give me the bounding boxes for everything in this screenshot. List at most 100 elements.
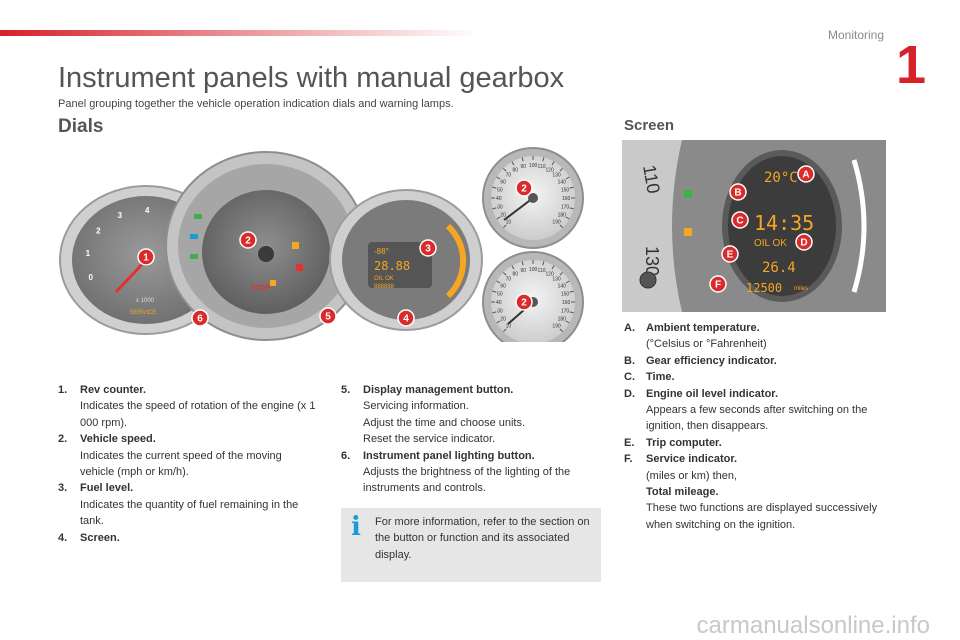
callout-marker: [731, 211, 749, 229]
lcd-digits: 28.88: [374, 259, 410, 273]
fuel-gauge-arc: [445, 223, 467, 299]
speed-tick: [492, 290, 497, 293]
speed-scale-label: 140: [558, 284, 567, 290]
speed-tick: [502, 271, 507, 276]
callout-label: 5: [325, 312, 331, 323]
speed-scale-label: 100: [529, 163, 538, 169]
callout-marker: [191, 309, 209, 327]
speed-scale-label: 80: [513, 167, 519, 173]
gauge-number-110: 110: [639, 163, 664, 195]
callout-marker: [797, 165, 815, 183]
item-title-secondary: Total mileage.: [646, 486, 719, 499]
page-subtitle: Panel grouping together the vehicle oper…: [58, 98, 454, 110]
rev-scale-label: 3: [118, 211, 123, 220]
screen-heading: Screen: [624, 117, 675, 134]
speed-tick: [496, 216, 501, 220]
speed-scale-label: 130: [552, 173, 561, 179]
list-item: 1.Rev counter.Indicates the speed of rot…: [58, 382, 316, 431]
callout-label: 2: [521, 184, 527, 195]
callout-marker: [319, 307, 337, 325]
item-key: 4.: [58, 531, 68, 544]
section-label: Monitoring: [827, 28, 884, 42]
item-description: (miles or km) then,: [646, 469, 738, 482]
speed-tick: [492, 311, 497, 314]
chapter-number: 1: [895, 35, 926, 95]
callout-label: 3: [425, 244, 431, 255]
item-title: Screen.: [80, 531, 120, 544]
callout-marker: [729, 183, 747, 201]
lcd-trip: 26.4: [762, 260, 796, 276]
item-key: 5.: [341, 384, 351, 396]
callout-marker: [515, 293, 533, 311]
speed-tick: [559, 224, 564, 229]
callout-label: 2: [521, 298, 527, 309]
center-dial-hub: [258, 246, 274, 262]
rev-unit-label: x 1000: [136, 298, 155, 304]
speed-tick: [565, 216, 570, 220]
rev-scale-label: 1: [86, 249, 91, 258]
rev-scale-label: 2: [96, 227, 101, 236]
speed-scale-label: 40: [496, 300, 502, 306]
callout-label: 2: [245, 236, 251, 247]
item-description-secondary: These two functions are displayed succes…: [646, 502, 878, 531]
lcd-temperature: 20°C: [764, 170, 798, 186]
speed-scale-label: 80: [513, 271, 519, 277]
speed-scale-label: 10: [506, 219, 512, 225]
screen-fuel-arc: [851, 159, 867, 293]
page-title: Instrument panels with manual gearbox: [58, 62, 565, 94]
item-key: E.: [624, 436, 635, 449]
list-item: A.Ambient temperature.(°Celsius or °Fahr…: [624, 320, 888, 353]
info-text: For more information, refer to the secti…: [375, 516, 590, 561]
lcd-mileage: 12500: [746, 281, 782, 295]
list-item: E. Trip computer.: [624, 435, 888, 451]
callout-marker: [515, 179, 533, 197]
left-gauge-edge: [622, 140, 682, 312]
info-box: i For more information, refer to the sec…: [341, 508, 601, 582]
speed-scale-label: 70: [506, 277, 512, 283]
lcd-odometer: 888888: [374, 284, 395, 290]
speed-tick: [559, 271, 564, 276]
item-description: Indicates the speed of rotation of the e…: [80, 400, 316, 429]
item-title: Instrument panel lighting button.: [363, 449, 535, 462]
item-title: Service indicator.: [646, 453, 738, 466]
callout-label: F: [715, 280, 721, 291]
speed-scale-label: 110: [538, 268, 546, 274]
item-key: F.: [624, 453, 633, 466]
callout-label: A: [802, 170, 809, 181]
speed-scale-label: 10: [506, 323, 512, 329]
speed-tick: [551, 161, 555, 166]
speed-tick: [521, 157, 524, 162]
item-key: A.: [624, 322, 635, 334]
callout-label: 1: [143, 253, 149, 264]
speed-scale-label: 120: [546, 167, 555, 173]
item-description: Indicates the current speed of the movin…: [80, 449, 282, 479]
speed-tick: [502, 167, 507, 172]
callout-label: 4: [403, 314, 409, 325]
speed-tick: [569, 311, 574, 314]
callout-marker: [419, 239, 437, 257]
speed-scale-label: 100: [529, 267, 538, 273]
speed-tick: [496, 280, 501, 284]
speed-tick: [492, 207, 497, 210]
speed-scale-label: 120: [546, 271, 555, 277]
speed-scale-label: 160: [562, 300, 571, 306]
dials-heading: Dials: [58, 116, 104, 137]
item-title: Time.: [646, 371, 675, 384]
item-key: 2.: [58, 433, 68, 446]
item-title: Ambient temperature.: [646, 322, 760, 334]
lcd-top-line: -88°: [374, 247, 389, 256]
speed-tick: [502, 328, 507, 333]
item-title: Trip computer.: [646, 436, 722, 449]
speed-scale-label: 90: [520, 164, 526, 170]
speed-scale-label: 20: [500, 213, 506, 219]
callout-label: D: [800, 238, 807, 249]
speed-scale-label: 90: [520, 268, 526, 274]
callout-marker: [239, 231, 257, 249]
speed-tick: [559, 328, 564, 333]
speed-scale-label: 70: [506, 173, 512, 179]
speed-tick: [492, 186, 497, 189]
list-item: 4. Screen.: [58, 530, 316, 546]
speed-scale-label: 60: [500, 180, 506, 186]
